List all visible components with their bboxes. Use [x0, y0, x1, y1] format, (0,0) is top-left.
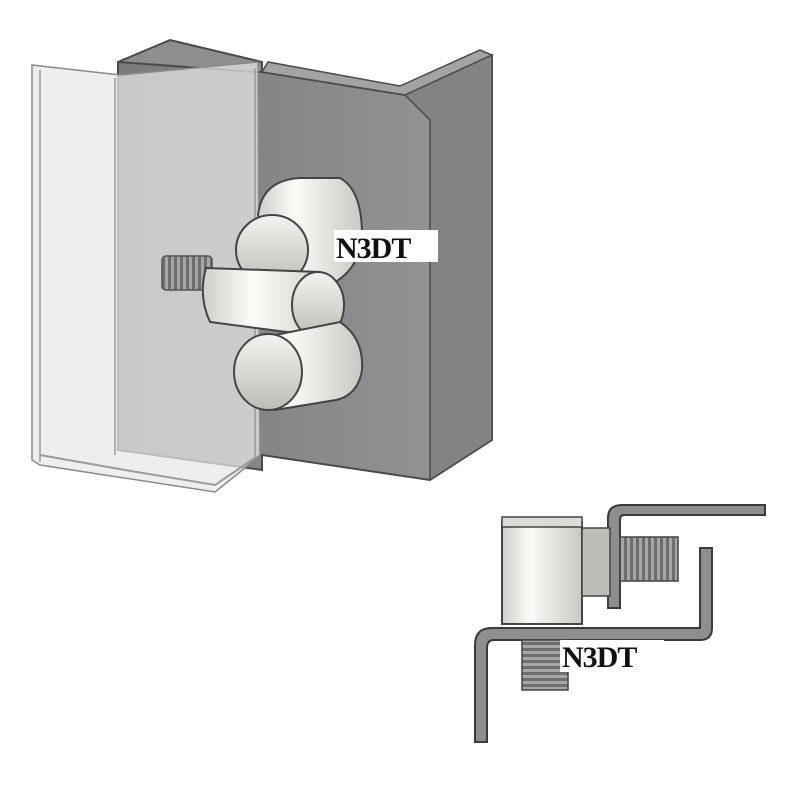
glass-bottom-fold: [39, 454, 256, 487]
label-top-bg: [334, 230, 438, 262]
section-bolt-horizontal: [619, 536, 679, 582]
glass-channel: [31, 61, 261, 493]
section-collar: [581, 527, 611, 597]
section-lower-profile: [474, 547, 713, 743]
hinge-cylinder-bottom-face: [233, 333, 303, 411]
section-view: N3DT: [474, 504, 766, 743]
section-knuckle-cap: [501, 516, 583, 528]
perspective-view: N3DT: [31, 38, 494, 493]
label-top: N3DT: [336, 232, 411, 265]
steel-right-face: [403, 53, 493, 482]
section-upper-profile: [607, 504, 766, 609]
label-bottom: N3DT: [562, 641, 637, 674]
label-bottom-bg: [560, 640, 664, 672]
section-knuckle: [501, 521, 583, 625]
